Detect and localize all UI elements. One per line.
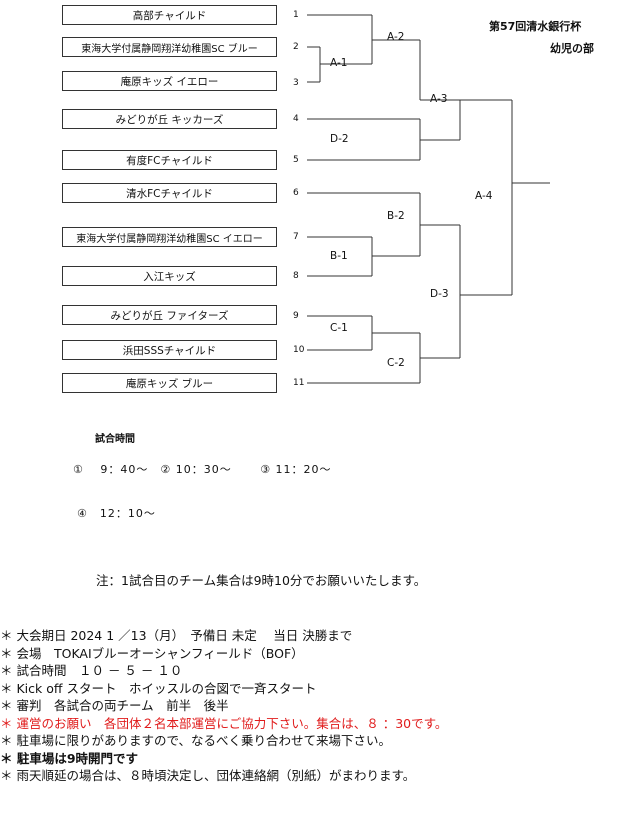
match-label-a1: A-1	[330, 57, 348, 69]
match-label-b1: B-1	[330, 250, 348, 262]
match-label-c1: C-1	[330, 322, 348, 334]
info-line-venue: ＊ 会場 TOKAIブルーオーシャンフィールド（BOF）	[0, 645, 304, 661]
bracket-lines	[307, 14, 550, 384]
team-number-2: 2	[293, 42, 299, 52]
info-line-parking-open: ＊ 駐車場は9時開門です	[0, 750, 139, 766]
info-line-parking-limit: ＊ 駐車場に限りがありますので、なるべく乗り合わせて来場下さい。	[0, 733, 391, 748]
info-line-match-time: ＊ 試合時間 １０ － ５ － １０	[0, 663, 183, 678]
team-number-6: 6	[293, 188, 299, 198]
team-box-4: みどりが丘 キッカーズ	[62, 109, 277, 129]
team-box-9: みどりが丘 ファイターズ	[62, 305, 277, 325]
team-box-8: 入江キッズ	[62, 266, 277, 286]
team-number-10: 10	[293, 345, 305, 355]
info-line-rain: ＊ 雨天順延の場合は、８時頃決定し、団体連絡網（別紙）がまわります。	[0, 768, 416, 783]
team-number-11: 11	[293, 378, 305, 388]
team-box-7: 東海大学付属静岡翔洋幼稚園SC イエロー	[62, 227, 277, 247]
schedule-row-1: ① 9：40～ ② 10：30～ ③ 11：20～	[73, 463, 332, 476]
match-label-a2: A-2	[387, 31, 405, 43]
match-label-d3: D-3	[430, 288, 449, 300]
team-box-1: 高部チャイルド	[62, 5, 277, 25]
info-line-referee: ＊ 審判 各試合の両チーム 前半 後半	[0, 698, 229, 713]
team-number-8: 8	[293, 271, 299, 281]
team-number-9: 9	[293, 311, 299, 321]
match-label-d2: D-2	[330, 133, 349, 145]
info-list: ＊ 大会期日 2024 1 ／13（月） 予備日 未定 当日 決勝まで ＊ 会場…	[0, 627, 447, 785]
match-label-c2: C-2	[387, 357, 405, 369]
team-number-3: 3	[293, 78, 299, 88]
team-box-10: 浜田SSSチャイルド	[62, 340, 277, 360]
team-number-5: 5	[293, 155, 299, 165]
team-box-6: 清水FCチャイルド	[62, 183, 277, 203]
assembly-note: 注：1試合目のチーム集合は9時10分でお願いいたします。	[96, 573, 427, 588]
team-box-5: 有度FCチャイルド	[62, 150, 277, 170]
info-line-staff-request: ＊ 運営のお願い 各団体２名本部運営にご協力下さい。集合は、８ ：30です。	[0, 715, 448, 731]
match-label-a4: A-4	[475, 190, 493, 202]
info-line-kickoff: ＊ Kick off スタート ホイッスルの合図で一斉スタート	[0, 680, 317, 696]
team-number-1: 1	[293, 10, 299, 20]
tournament-subtitle: 幼児の部	[550, 42, 594, 55]
team-number-4: 4	[293, 114, 299, 124]
team-box-3: 庵原キッズ イエロー	[62, 71, 277, 91]
tournament-title: 第57回清水銀行杯	[489, 20, 582, 33]
team-box-11: 庵原キッズ ブルー	[62, 373, 277, 393]
team-number-7: 7	[293, 232, 299, 242]
schedule-heading: 試合時間	[95, 434, 135, 445]
info-line-date: ＊ 大会期日 2024 1 ／13（月） 予備日 未定 当日 決勝まで	[0, 628, 353, 643]
schedule-row-2: ④ 12：10～	[77, 507, 156, 520]
match-label-a3: A-3	[430, 93, 448, 105]
team-box-2: 東海大学付属静岡翔洋幼稚園SC ブルー	[62, 37, 277, 57]
match-label-b2: B-2	[387, 210, 405, 222]
